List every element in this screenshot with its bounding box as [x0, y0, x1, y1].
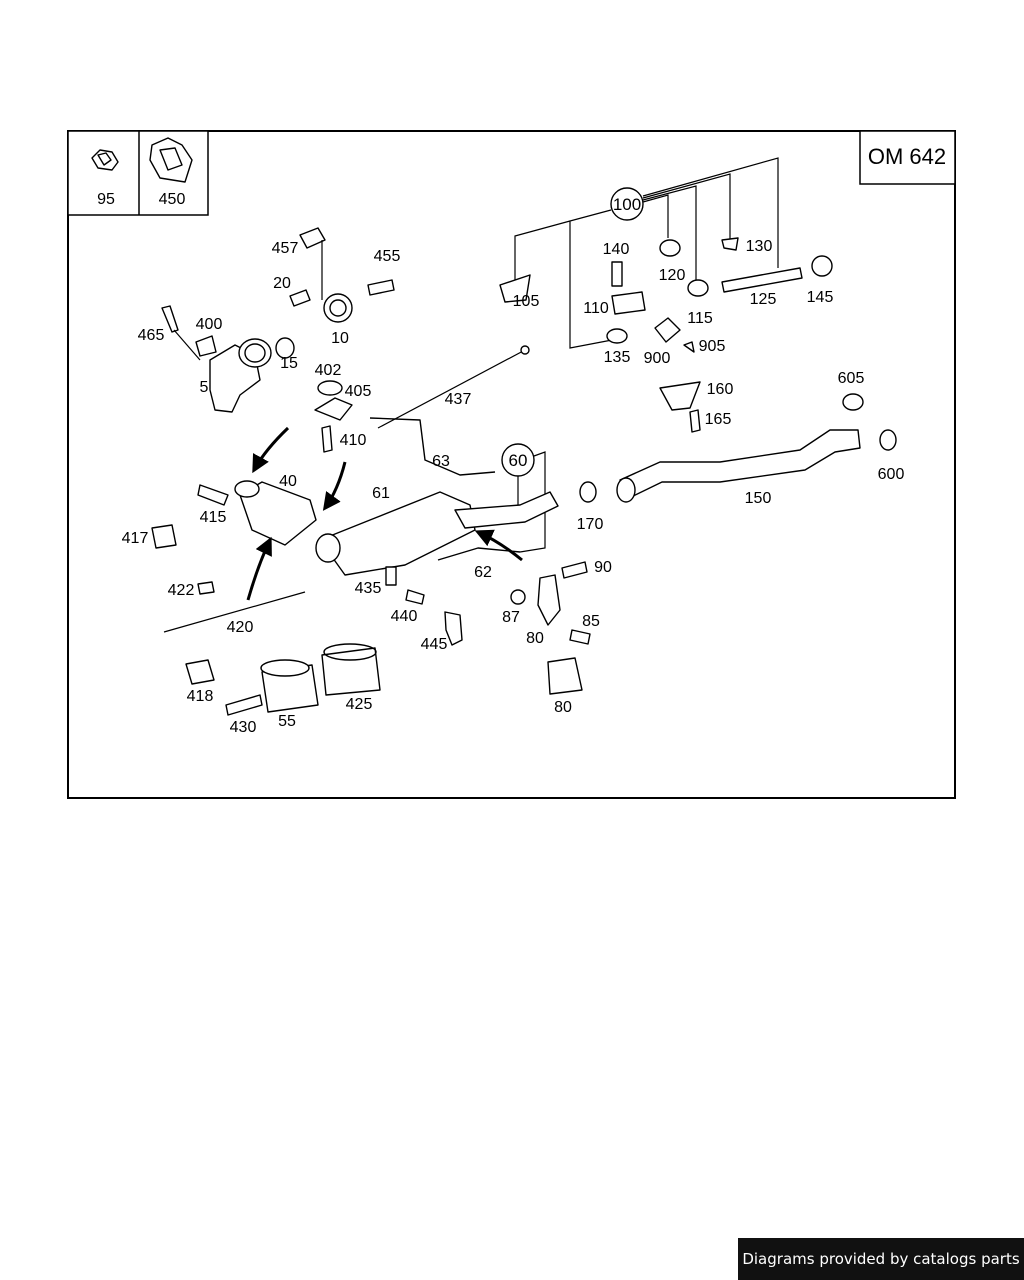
part-label-40: 40 — [279, 473, 297, 490]
part-label-410: 410 — [340, 432, 367, 449]
diagram-frame — [67, 130, 956, 799]
part-label-415: 415 — [200, 509, 227, 526]
engine-label-box: OM 642 — [859, 130, 956, 185]
part-label-165: 165 — [705, 411, 732, 428]
part-label-457: 457 — [272, 240, 299, 257]
part-label-87: 87 — [502, 609, 520, 626]
part-label-63: 63 — [432, 453, 450, 470]
legend-label-95: 95 — [97, 191, 115, 208]
part-label-600: 600 — [878, 466, 905, 483]
part-label-125: 125 — [750, 291, 777, 308]
part-label-150: 150 — [745, 490, 772, 507]
engine-label: OM 642 — [868, 144, 946, 169]
exhaust-parts — [151, 227, 897, 716]
part-label-10: 10 — [331, 330, 349, 347]
part-label-15: 15 — [280, 355, 298, 372]
part-label-5: 5 — [200, 379, 209, 396]
callout-100: 100 — [514, 157, 779, 349]
assembly-arrows — [246, 426, 523, 601]
part-label-80a: 80 — [526, 630, 544, 647]
part-label-417: 417 — [122, 530, 149, 547]
part-label-120: 120 — [659, 267, 686, 284]
legend-box: 95 450 — [67, 130, 209, 216]
part-labels: 5 10 15 20 40 55 61 62 63 80 80 85 87 90… — [122, 238, 905, 736]
part-label-62: 62 — [474, 564, 492, 581]
part-label-80b: 80 — [554, 699, 572, 716]
part-label-420: 420 — [227, 619, 254, 636]
part-label-135: 135 — [604, 349, 631, 366]
part-label-440: 440 — [391, 608, 418, 625]
svg-text:60: 60 — [509, 451, 528, 470]
svg-text:100: 100 — [613, 195, 641, 214]
part-label-145: 145 — [807, 289, 834, 306]
part-label-20: 20 — [273, 275, 291, 292]
part-label-435: 435 — [355, 580, 382, 597]
heat-shield-icon — [149, 137, 193, 183]
part-label-110: 110 — [583, 300, 609, 317]
part-label-140: 140 — [603, 241, 630, 258]
legend-label-450: 450 — [159, 191, 186, 208]
part-label-55: 55 — [278, 713, 296, 730]
part-label-402: 402 — [315, 362, 342, 379]
part-label-445: 445 — [421, 636, 448, 653]
footer-credit: Diagrams provided by catalogs parts — [738, 1238, 1024, 1280]
part-label-465: 465 — [138, 327, 165, 344]
part-label-422: 422 — [168, 582, 195, 599]
part-label-160: 160 — [707, 381, 734, 398]
part-label-900: 900 — [644, 350, 671, 367]
part-label-405: 405 — [345, 383, 372, 400]
part-label-418: 418 — [187, 688, 214, 705]
part-label-61: 61 — [372, 485, 390, 502]
part-label-905: 905 — [699, 338, 726, 355]
part-label-105: 105 — [513, 293, 540, 310]
part-label-425: 425 — [346, 696, 373, 713]
part-label-605: 605 — [838, 370, 865, 387]
part-label-90: 90 — [594, 559, 612, 576]
part-label-170: 170 — [577, 516, 604, 533]
part-label-115: 115 — [687, 310, 713, 327]
part-label-455: 455 — [374, 248, 401, 265]
part-label-130: 130 — [746, 238, 773, 255]
part-label-430: 430 — [230, 719, 257, 736]
part-label-437: 437 — [445, 391, 472, 408]
part-label-85: 85 — [582, 613, 600, 630]
clip-icon — [91, 149, 119, 171]
part-label-400: 400 — [196, 316, 223, 333]
